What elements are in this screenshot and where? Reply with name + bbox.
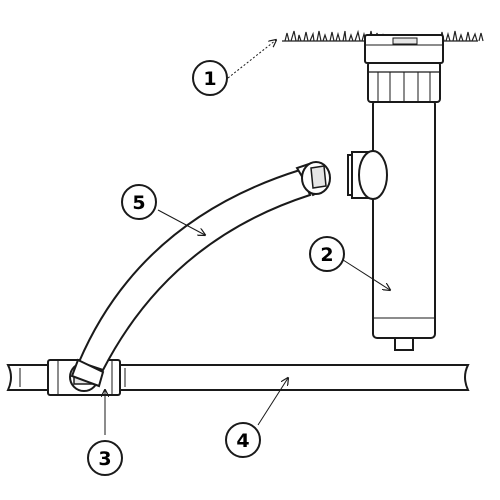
callout-2-label: 2 bbox=[320, 244, 333, 266]
callout-4-label: 4 bbox=[236, 430, 249, 452]
callout-3: 3 bbox=[87, 440, 123, 476]
callout-5-label: 5 bbox=[132, 192, 145, 214]
callout-2: 2 bbox=[309, 236, 345, 272]
lateral-pipe bbox=[6, 364, 470, 391]
callout-5: 5 bbox=[121, 184, 157, 220]
callout-3-label: 3 bbox=[98, 448, 111, 470]
callout-1-label: 1 bbox=[203, 68, 216, 90]
swing-pipe bbox=[70, 162, 325, 388]
sprinkler-side-outlet bbox=[351, 150, 388, 200]
leader-lines bbox=[105, 40, 390, 435]
callout-1: 1 bbox=[192, 60, 228, 96]
sprinkler-body bbox=[364, 34, 444, 351]
callout-4: 4 bbox=[225, 422, 261, 458]
